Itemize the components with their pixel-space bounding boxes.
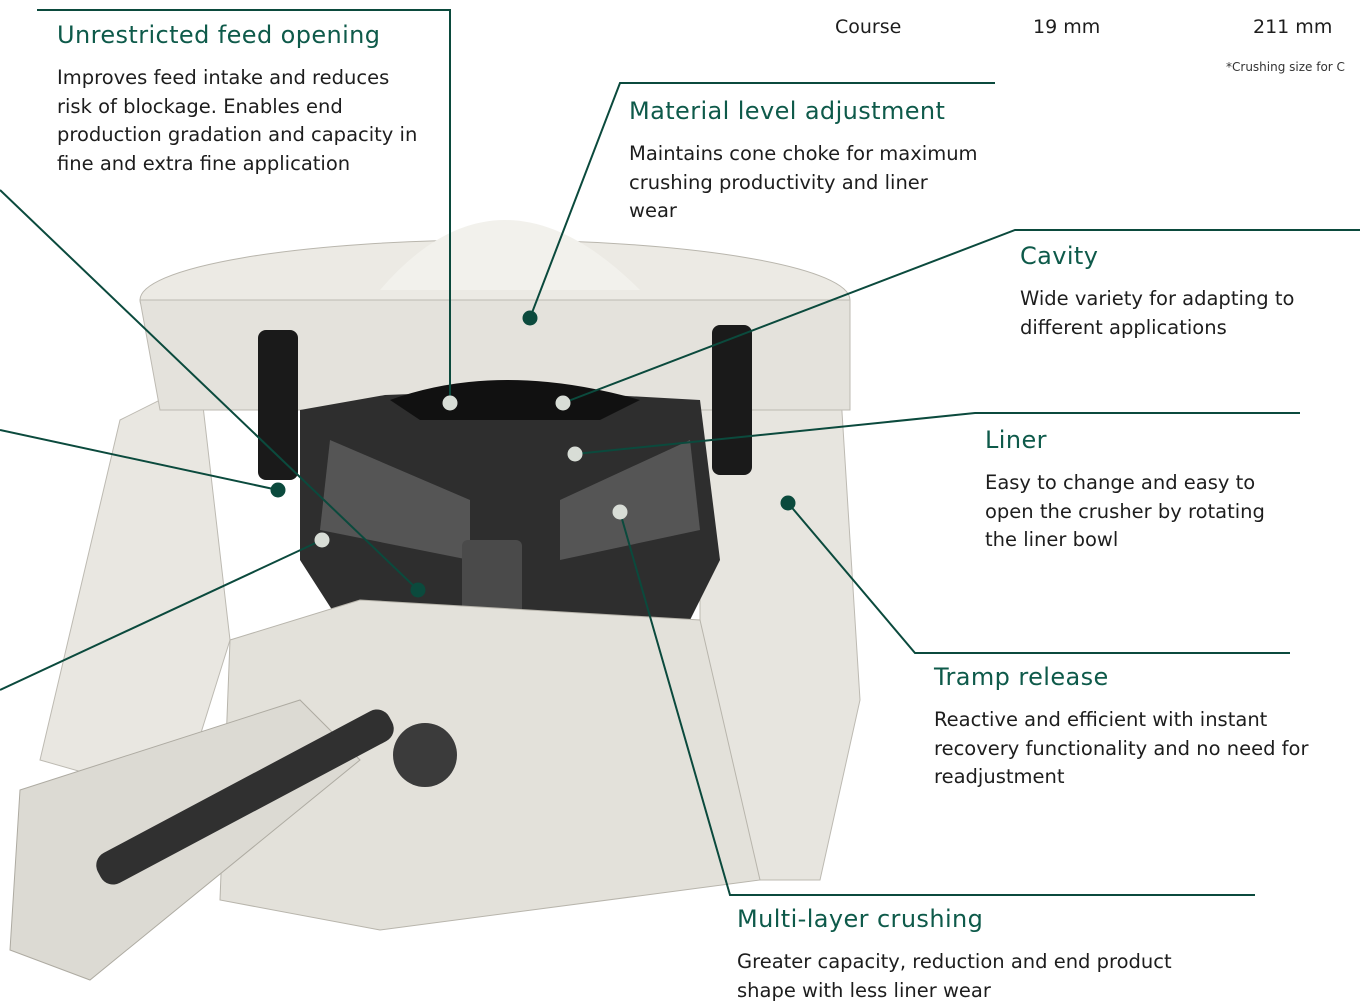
callout-multi-layer-title: Multi-layer crushing bbox=[737, 905, 984, 933]
callout-tramp-release-desc: Reactive and efficient with instant reco… bbox=[934, 708, 1309, 788]
callout-feed-opening: Unrestricted feed opening Improves feed … bbox=[57, 20, 427, 178]
callout-material-level-desc: Maintains cone choke for maximum crushin… bbox=[629, 142, 978, 222]
callout-cavity: Cavity Wide variety for adapting to diff… bbox=[1020, 241, 1310, 342]
callout-liner-desc: Easy to change and easy to open the crus… bbox=[985, 471, 1265, 551]
leader-feed-opening bbox=[37, 9, 451, 403]
callout-feed-opening-desc: Improves feed intake and reduces risk of… bbox=[57, 66, 418, 175]
leader-liner bbox=[574, 412, 1300, 455]
leader-left-upper bbox=[0, 189, 419, 591]
spec-row-label: Course bbox=[835, 16, 902, 38]
leader-cavity bbox=[562, 229, 1360, 404]
leader-left-lower bbox=[0, 539, 323, 691]
callout-cavity-desc: Wide variety for adapting to different a… bbox=[1020, 287, 1295, 339]
spec-max-value: 211 mm bbox=[1253, 16, 1333, 38]
callout-material-level: Material level adjustment Maintains cone… bbox=[629, 96, 979, 226]
point-multi-layer bbox=[612, 504, 628, 520]
point-left-upper bbox=[410, 582, 426, 598]
spec-footnote: *Crushing size for C bbox=[1226, 60, 1345, 74]
point-left-middle bbox=[270, 482, 286, 498]
point-cavity bbox=[555, 395, 571, 411]
leader-left-middle bbox=[0, 429, 279, 491]
point-left-lower bbox=[314, 532, 330, 548]
callout-liner-title: Liner bbox=[985, 426, 1047, 454]
callout-liner: Liner Easy to change and easy to open th… bbox=[985, 425, 1275, 555]
leader-material-level bbox=[529, 82, 995, 319]
callout-tramp-release: Tramp release Reactive and efficient wit… bbox=[934, 662, 1314, 792]
callout-cavity-title: Cavity bbox=[1020, 242, 1099, 270]
leader-tramp-release bbox=[787, 502, 1290, 654]
callout-multi-layer-desc: Greater capacity, reduction and end prod… bbox=[737, 950, 1172, 1002]
callout-multi-layer: Multi-layer crushing Greater capacity, r… bbox=[737, 904, 1227, 1005]
callout-points bbox=[270, 310, 796, 598]
callout-material-level-title: Material level adjustment bbox=[629, 97, 946, 125]
callout-tramp-release-title: Tramp release bbox=[934, 663, 1109, 691]
leader-multi-layer bbox=[619, 511, 1255, 896]
point-material-level bbox=[522, 310, 538, 326]
spec-min-value: 19 mm bbox=[1033, 16, 1101, 38]
point-liner bbox=[567, 446, 583, 462]
callout-feed-opening-title: Unrestricted feed opening bbox=[57, 21, 381, 49]
crusher-illustration bbox=[9, 220, 861, 981]
point-feed-opening bbox=[442, 395, 458, 411]
leader-lines bbox=[0, 9, 1360, 896]
point-tramp-release bbox=[780, 495, 796, 511]
